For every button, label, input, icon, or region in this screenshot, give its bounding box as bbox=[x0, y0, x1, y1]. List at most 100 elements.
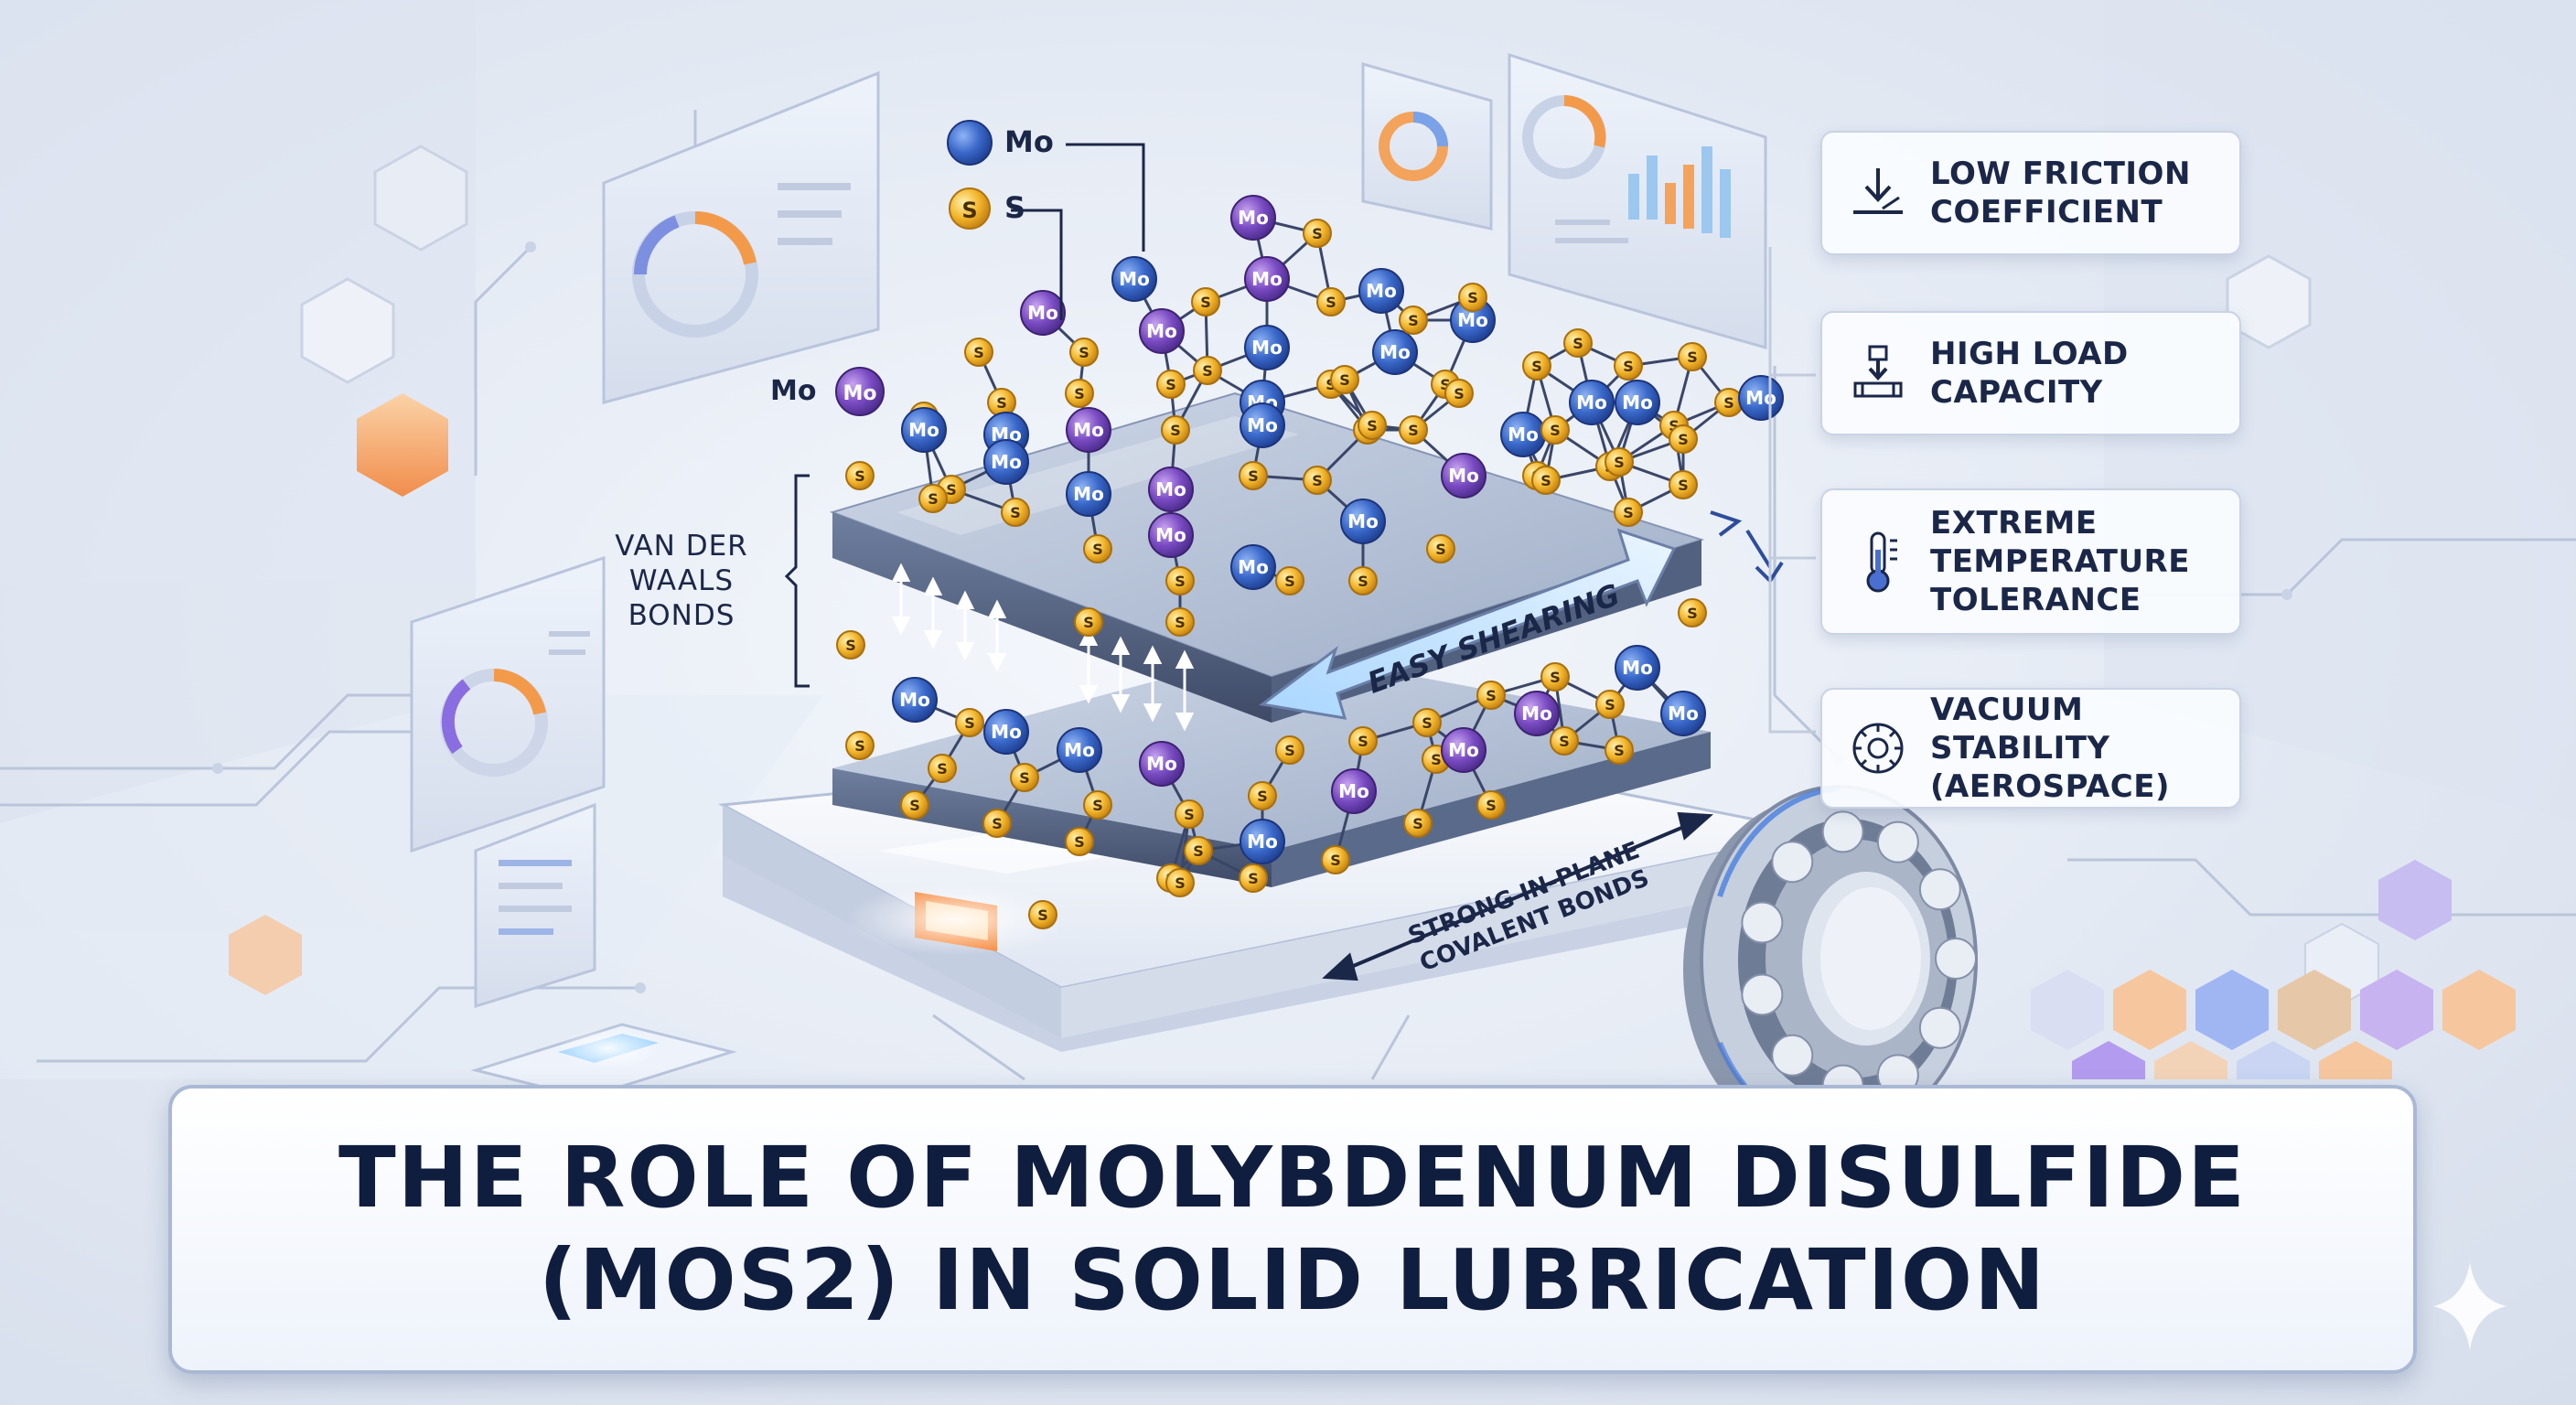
upper-sulfur-symbol: S bbox=[1435, 541, 1446, 558]
legend-mo-label: Mo bbox=[1004, 124, 1054, 159]
lower-sulfur-atom: S bbox=[1540, 662, 1570, 692]
upper-sulfur-atom: S bbox=[1165, 607, 1195, 637]
upper-sulfur-atom: S bbox=[1458, 283, 1487, 312]
floating-screen-top-right bbox=[1361, 52, 1767, 349]
upper-sulfur-symbol: S bbox=[1678, 431, 1689, 448]
legend-mo-atom bbox=[947, 120, 993, 166]
upper-sulfur-atom: S bbox=[1001, 498, 1030, 527]
upper-sulfur-atom: S bbox=[1165, 566, 1195, 595]
bearing-ball bbox=[1771, 1034, 1814, 1077]
upper-sulfur-symbol: S bbox=[854, 467, 865, 485]
lower-sulfur-atom: S bbox=[900, 790, 929, 820]
upper-molybdenum-symbol: Mo bbox=[1347, 510, 1379, 532]
lower-molybdenum-symbol: Mo bbox=[1338, 780, 1369, 802]
upper-sulfur-symbol: S bbox=[1531, 358, 1542, 375]
bearing-ball bbox=[1741, 973, 1784, 1016]
vdw-line-2: WAALS bbox=[628, 564, 735, 597]
upper-sulfur-atom: S bbox=[1065, 379, 1094, 408]
upper-sulfur-symbol: S bbox=[1175, 573, 1186, 590]
upper-sulfur-symbol: S bbox=[1358, 573, 1368, 590]
feature-1-line-2: COEFFICIENT bbox=[1930, 194, 2163, 231]
upper-sulfur-symbol: S bbox=[946, 481, 957, 499]
lower-sulfur-symbol: S bbox=[1092, 797, 1103, 814]
hexagons-left bbox=[229, 145, 468, 995]
lower-sulfur-symbol: S bbox=[1248, 870, 1259, 887]
lower-sulfur-symbol: S bbox=[1605, 696, 1615, 713]
lower-molybdenum-atom: Mo bbox=[1660, 691, 1706, 736]
bearing-ball bbox=[1741, 901, 1784, 944]
lower-sulfur-symbol: S bbox=[964, 714, 975, 732]
upper-sulfur-atom: S bbox=[1399, 415, 1428, 445]
upper-sulfur-symbol: S bbox=[1326, 294, 1336, 311]
upper-sulfur-symbol: S bbox=[1367, 417, 1378, 434]
lower-sulfur-atom: S bbox=[1678, 598, 1707, 627]
upper-sulfur-atom: S bbox=[1303, 466, 1332, 495]
upper-molybdenum-symbol: Mo bbox=[1251, 337, 1283, 359]
title-line-1: THE ROLE OF MOLYBDENUM DISULFIDE bbox=[338, 1129, 2248, 1227]
lower-molybdenum-atom: Mo bbox=[1441, 727, 1487, 773]
vdw-arrow bbox=[955, 590, 975, 661]
floating-screen-left bbox=[410, 555, 606, 853]
feature-2-line-1: HIGH LOAD bbox=[1930, 336, 2129, 372]
svg-text:S: S bbox=[961, 198, 977, 223]
upper-sulfur-atom: S bbox=[1316, 287, 1346, 316]
upper-sulfur-symbol: S bbox=[1669, 417, 1680, 434]
upper-sulfur-symbol: S bbox=[1339, 371, 1350, 389]
bearing-ball bbox=[1771, 841, 1814, 884]
lower-sulfur-atom: S bbox=[1476, 790, 1506, 820]
upper-sulfur-symbol: S bbox=[1540, 472, 1551, 489]
upper-molybdenum-symbol: Mo bbox=[1146, 320, 1177, 342]
upper-sulfur-symbol: S bbox=[1175, 614, 1186, 631]
upper-sulfur-symbol: S bbox=[1200, 294, 1211, 311]
strong-bond-arrow bbox=[1322, 811, 1713, 981]
feature-card-temperature: EXTREME TEMPERATURE TOLERANCE bbox=[1820, 488, 2241, 635]
lower-sulfur-atom: S bbox=[1321, 845, 1350, 874]
upper-molybdenum-symbol: Mo bbox=[1073, 419, 1104, 441]
feature-2-line-2: CAPACITY bbox=[1930, 374, 2103, 411]
lower-sulfur-symbol: S bbox=[1037, 906, 1048, 924]
lower-sulfur-atom: S bbox=[955, 708, 984, 737]
upper-sulfur-symbol: S bbox=[996, 394, 1007, 412]
lower-sulfur-symbol: S bbox=[1284, 742, 1295, 759]
upper-sulfur-atom: S bbox=[1669, 424, 1698, 454]
lower-sulfur-symbol: S bbox=[992, 815, 1003, 832]
upper-molybdenum-symbol: Mo bbox=[1155, 478, 1186, 500]
lower-molybdenum-symbol: Mo bbox=[1448, 739, 1479, 761]
upper-molybdenum-atom: Mo bbox=[1340, 499, 1386, 544]
lower-sulfur-symbol: S bbox=[854, 737, 865, 755]
upper-sulfur-symbol: S bbox=[1079, 344, 1089, 361]
feature-card-vacuum: VACUUM STABILITY (AEROSPACE) bbox=[1820, 688, 2241, 809]
feature-3-line-3: TOLERANCE bbox=[1930, 582, 2141, 618]
lower-sulfur-symbol: S bbox=[1422, 714, 1433, 732]
lower-molybdenum-atom: Mo bbox=[1615, 645, 1660, 691]
vdw-line-3: BONDS bbox=[628, 599, 735, 632]
upper-sulfur-symbol: S bbox=[1408, 422, 1419, 439]
lower-sulfur-atom: S bbox=[1476, 681, 1506, 710]
upper-molybdenum-symbol: Mo bbox=[1238, 207, 1269, 229]
lower-molybdenum-atom: Mo bbox=[1514, 691, 1560, 736]
easy-shearing-arrow bbox=[1259, 528, 1677, 720]
upper-molybdenum-atom: Mo bbox=[1111, 256, 1157, 302]
upper-sulfur-symbol: S bbox=[1550, 422, 1561, 439]
upper-molybdenum-atom: Mo bbox=[1139, 308, 1185, 354]
upper-molybdenum-symbol: Mo bbox=[908, 419, 939, 441]
upper-molybdenum-atom: Mo bbox=[1500, 412, 1546, 457]
upper-sulfur-symbol: S bbox=[1678, 477, 1689, 494]
lower-sulfur-symbol: S bbox=[1175, 874, 1186, 892]
side-mo-label: Mo bbox=[770, 375, 817, 407]
upper-sulfur-atom: S bbox=[845, 461, 875, 490]
upper-sulfur-atom: S bbox=[1239, 461, 1268, 490]
vdw-arrow bbox=[923, 576, 943, 649]
upper-sulfur-atom: S bbox=[1669, 470, 1698, 499]
lower-molybdenum-symbol: Mo bbox=[991, 721, 1022, 743]
lower-molybdenum-atom: Mo bbox=[1240, 819, 1285, 864]
upper-sulfur-atom: S bbox=[1330, 365, 1359, 394]
sparkle-icon bbox=[2433, 1262, 2506, 1350]
upper-sulfur-atom: S bbox=[1563, 328, 1593, 358]
lower-molybdenum-symbol: Mo bbox=[1146, 753, 1177, 775]
feature-4-line-1: VACUUM STABILITY bbox=[1930, 692, 2110, 767]
side-mo-atom: Mo bbox=[835, 367, 885, 416]
lower-molybdenum-symbol: Mo bbox=[1668, 702, 1699, 724]
upper-sulfur-symbol: S bbox=[1687, 349, 1698, 366]
vacuum-stability-icon bbox=[1852, 723, 1904, 774]
